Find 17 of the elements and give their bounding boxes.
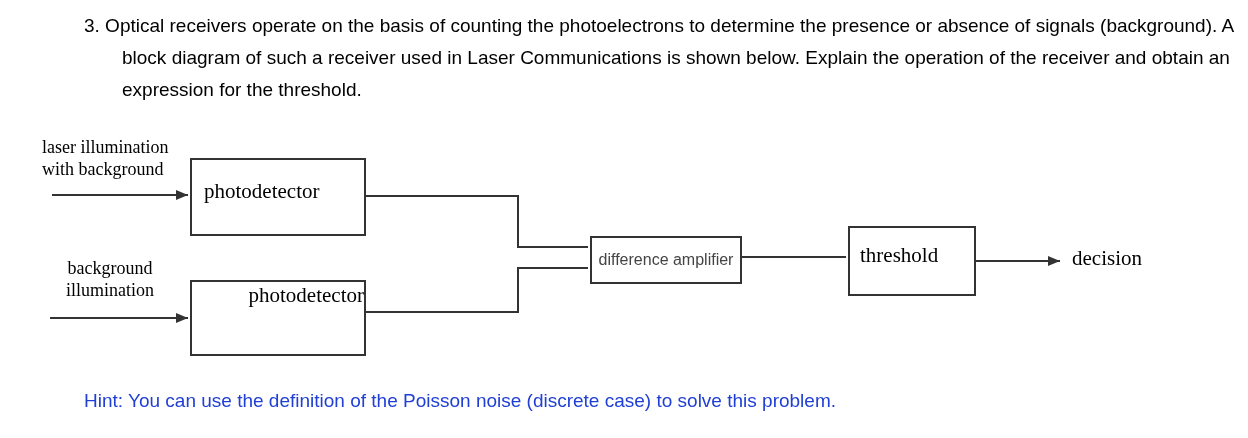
process-box xyxy=(848,226,976,296)
arrow xyxy=(51,190,189,200)
arrow xyxy=(49,313,189,323)
connector-line xyxy=(741,256,847,258)
arrow xyxy=(975,256,1061,266)
process-box xyxy=(190,280,366,356)
process-box xyxy=(590,236,742,284)
connector-line xyxy=(365,267,589,313)
node-text: photodetector xyxy=(248,282,364,309)
question-text: 3. Optical receivers operate on the basis of counting the photoelectrons to determine the presence or absence of signals (background). A block diagram of such a receiver used in Laser Communications is shown below. Explain the operation of the receiver and obtain an expression for the threshold. xyxy=(84,14,1234,102)
node-text: photodetector xyxy=(204,178,320,205)
hint-text: Hint: You can use the definition of the Poisson noise (discrete case) to solve this problem. xyxy=(84,389,836,413)
node-text: threshold xyxy=(860,242,939,269)
node-text: decision xyxy=(1072,245,1142,272)
process-box xyxy=(190,158,366,236)
node-text: difference amplifier xyxy=(598,250,734,270)
connector-line xyxy=(365,195,589,248)
